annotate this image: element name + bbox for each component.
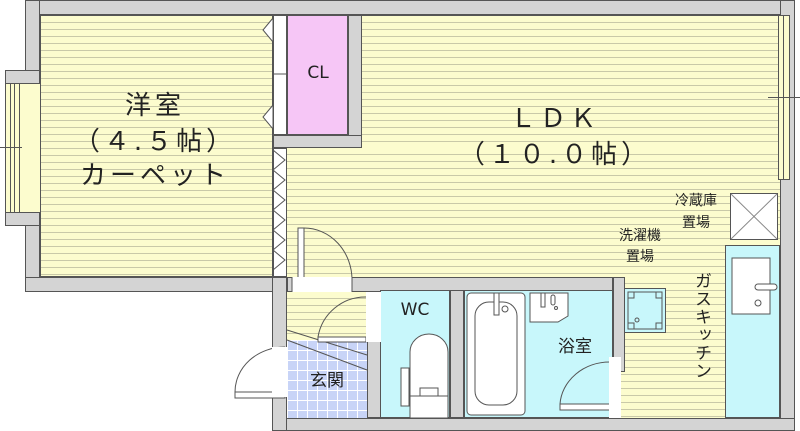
closet-wall-bottom (273, 135, 362, 148)
ldk-door-swing (303, 227, 353, 281)
vanity (529, 292, 569, 323)
western-room-flooring: カーペット (79, 161, 230, 191)
ldk-size: （１０.０帖） (458, 140, 652, 170)
kitchen-faucet (754, 283, 778, 291)
left-window-tick (0, 147, 22, 148)
ldk-door-leaf (297, 227, 305, 281)
closet (287, 15, 348, 135)
western-room-name: 洋室 (124, 91, 185, 121)
washer-foot (627, 291, 635, 299)
step-line-2 (286, 339, 368, 371)
accordion-partition (273, 148, 287, 277)
washer-foot (655, 322, 663, 330)
wc-door-swing (317, 296, 367, 338)
entrance-label: 玄関 (310, 371, 344, 391)
wc-door-leaf (317, 336, 367, 343)
kitchen-label: ガスキッチン (691, 272, 711, 380)
toilet-seat-handle (419, 387, 439, 397)
closet-door-strip (273, 15, 287, 135)
washer-pan (624, 288, 666, 333)
bathroom-label: 浴室 (558, 337, 592, 357)
washer-foot (627, 322, 635, 330)
wc-wall-right (450, 290, 464, 418)
western-room-floor (40, 15, 273, 277)
bathtub-drain (501, 305, 509, 313)
closet-door-fold-upper (262, 16, 274, 44)
bathroom-door-swing (559, 361, 611, 405)
washer-foot (655, 291, 663, 299)
closet-door-fold-lower (262, 103, 274, 131)
western-room-size: （４.５帖） (73, 127, 237, 157)
bathtub-inner (474, 301, 518, 406)
sink-drain (754, 299, 762, 307)
ldk-floor-lower (287, 148, 780, 277)
left-window (5, 84, 40, 212)
closet-label: CL (307, 63, 329, 83)
ldk-name: ＬＤＫ (509, 104, 600, 134)
left-window-frame-bottom (5, 212, 40, 226)
bathroom-door-leaf (559, 403, 611, 411)
entrance-tile (287, 340, 367, 418)
washer-label-2: 置場 (626, 249, 654, 265)
right-window-tick (768, 97, 800, 98)
toilet-tank-side (400, 367, 410, 407)
left-window-frame-top (5, 70, 40, 84)
fridge-label-2: 置場 (682, 215, 710, 231)
fridge-label-1: 冷蔵庫 (675, 193, 717, 209)
wc-label: WC (400, 300, 430, 320)
accordion-zigzag (272, 149, 286, 271)
kitchen-floor (613, 277, 725, 418)
bathtub-faucet (493, 292, 500, 316)
washer-label-1: 洗濯機 (619, 228, 661, 244)
